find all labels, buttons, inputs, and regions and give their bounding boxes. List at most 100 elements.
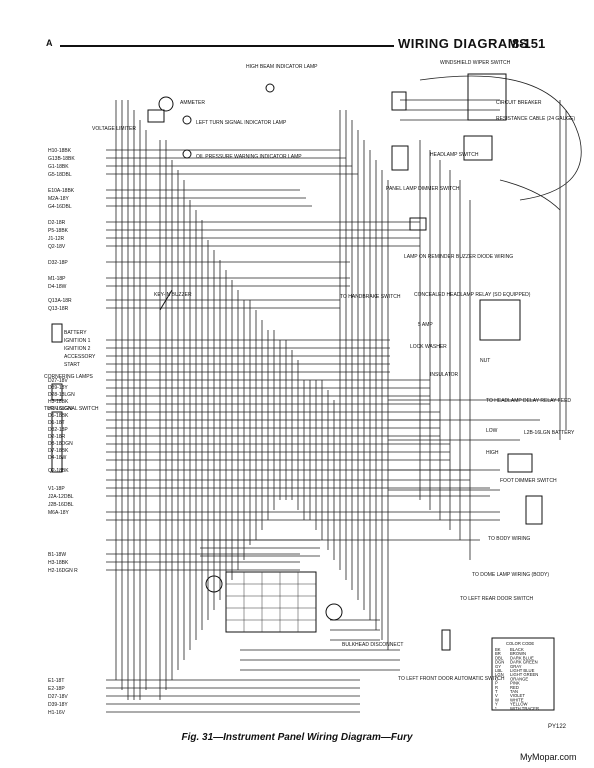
label-ammeter: AMMETER	[180, 100, 205, 106]
wire-label: H3-18BK	[48, 399, 69, 405]
wire-label: D8-18DGN	[48, 441, 73, 447]
wire-label: H3-18BK	[48, 560, 69, 566]
legend-code: GY	[495, 664, 501, 669]
buzzer-diode-symbol	[409, 217, 427, 231]
wire-label: P5-18BK	[48, 228, 69, 234]
legend-color: YELLOW	[510, 702, 528, 707]
legend-code: LGN	[495, 672, 504, 677]
wire-label: D39-18Y	[48, 385, 68, 391]
label-circuit-breaker: CIRCUIT BREAKER	[496, 100, 542, 106]
legend-color: LIGHT BLUE	[510, 668, 535, 673]
label-insulator: INSULATOR	[430, 372, 459, 378]
wire-label: H1-16LGN	[48, 406, 72, 412]
header-page-number: 8-151	[512, 36, 546, 51]
bulkhead-mount-left	[205, 575, 223, 593]
bulkhead-disconnect-symbol	[225, 571, 317, 633]
wire-label: D27-18V	[48, 378, 68, 384]
wire-label: J2A-12DBL	[48, 494, 74, 500]
wire-label: Q2-18BK	[48, 468, 69, 474]
wire-label: H10-18BK	[48, 148, 72, 154]
left-wire-labels: H10-18BKG13B-18BKG1-18BKG5-18DBLE10A-18B…	[48, 148, 78, 716]
wire-label: D32-18P	[48, 427, 68, 433]
legend-color: TAN	[510, 689, 518, 694]
label-battery-wire: L2B-16LGN BATTERY	[524, 430, 575, 436]
wire-label: H1-16V	[48, 710, 66, 716]
component-symbols	[51, 73, 555, 711]
legend-code: BR	[495, 651, 501, 656]
label-ign-1: IGNITION 1	[64, 338, 91, 344]
wire-label: M2A-18Y	[48, 196, 70, 202]
wire-label: J1-12R	[48, 236, 65, 242]
label-bulkhead: BULKHEAD DISCONNECT	[342, 642, 403, 648]
figure-id: PY122	[548, 724, 567, 730]
header-mark: A	[46, 38, 53, 48]
wire-label: E2-18P	[48, 686, 65, 692]
wire-label: V1-18P	[48, 486, 65, 492]
label-left-rear-door: TO LEFT REAR DOOR SWITCH	[460, 596, 534, 602]
legend-color: PINK	[510, 681, 520, 686]
label-start: START	[64, 362, 80, 368]
wire-bundle	[106, 75, 582, 713]
label-body-wiring: TO BODY WIRING	[488, 536, 530, 542]
legend-color: WITH TRACER	[510, 706, 539, 711]
label-concealed-relay: CONCEALED HEADLAMP RELAY (SO EQUIPPED)	[414, 292, 531, 298]
legend-code: LBL	[495, 668, 503, 673]
wire-label: D27-18V	[48, 694, 68, 700]
wire-label: G13B-18BK	[48, 156, 75, 162]
label-ign-2: IGNITION 2	[64, 346, 91, 352]
wiring-diagram: HIGH BEAM INDICATOR LAMP WINDSHIELD WIPE…	[44, 60, 582, 716]
legend-color: WHITE	[510, 697, 524, 702]
site-credit: MyMopar.com	[520, 752, 577, 762]
legend-box	[491, 637, 555, 711]
label-left-front-door: TO LEFT FRONT DOOR AUTOMATIC SWITCH	[398, 676, 505, 682]
body-wiring-connector	[525, 495, 543, 525]
wire-label: M6A-18Y	[48, 510, 70, 516]
legend-title: COLOR CODE	[506, 641, 534, 646]
cornering-lamp-connector	[51, 383, 63, 401]
wire-label: M1-18P	[48, 276, 66, 282]
wire-label: D4-18W	[48, 455, 67, 461]
legend-code: BK	[495, 647, 501, 652]
door-switch-symbol	[441, 629, 451, 651]
label-resistance-cable: RESISTANCE CABLE (24 GAUGE)	[496, 116, 575, 122]
label-turn-signal-switch: TURN SIGNAL SWITCH	[44, 406, 99, 412]
legend-color: DARK GREEN	[510, 660, 538, 665]
left-turn-lamp-symbol	[182, 115, 192, 125]
legend-color: VIOLET	[510, 693, 525, 698]
header-rule	[60, 45, 394, 47]
label-ign-battery: BATTERY	[64, 330, 87, 336]
label-dome-lamp: TO DOME LAMP WIRING (BODY)	[472, 572, 549, 578]
label-left-turn-lamp: LEFT TURN SIGNAL INDICATOR LAMP	[196, 120, 287, 126]
panel-dimmer-symbol	[391, 145, 409, 171]
label-cornering-lamps: CORNERING LAMPS	[44, 374, 94, 380]
label-low: LOW	[486, 428, 498, 434]
wire-label: Q2-18V	[48, 244, 66, 250]
wire-label: D7-18BK	[48, 448, 69, 454]
legend-code: DBL	[495, 655, 504, 660]
bulkhead-mount-right	[325, 603, 343, 621]
legend-code: DGN	[495, 660, 504, 665]
wiper-switch-symbol	[467, 73, 507, 121]
wire-label: G5-18DBL	[48, 172, 72, 178]
wire-label: Q13-18R	[48, 306, 69, 312]
label-headlamp-delay: TO HEADLAMP DELAY RELAY FEED	[486, 398, 571, 404]
legend-code: V	[495, 693, 498, 698]
turn-signal-connector	[51, 411, 63, 473]
page-header: A WIRING DIAGRAMS 8-151	[0, 36, 594, 56]
legend-code: P	[495, 681, 498, 686]
key-in-buzzer-symbol	[159, 289, 173, 311]
legend-color: GRAY	[510, 664, 522, 669]
wire-label: D1-18T	[48, 420, 65, 426]
label-five-amp: 5 AMP	[418, 322, 433, 328]
wire-label: D4-18W	[48, 284, 67, 290]
wire-label: E1-18T	[48, 678, 64, 684]
label-handbrake-switch: TO HANDBRAKE SWITCH	[340, 294, 401, 300]
legend-code: T	[495, 689, 498, 694]
wire-label: D2-18R	[48, 434, 66, 440]
label-panel-dimmer: PANEL LAMP DIMMER SWITCH	[386, 186, 460, 192]
label-key-in-buzzer: KEY-IN BUZZER	[154, 292, 192, 298]
wire-label: D28-18LGN	[48, 392, 75, 398]
wire-label: D39-18Y	[48, 702, 68, 708]
label-accessory: ACCESSORY	[64, 354, 96, 360]
